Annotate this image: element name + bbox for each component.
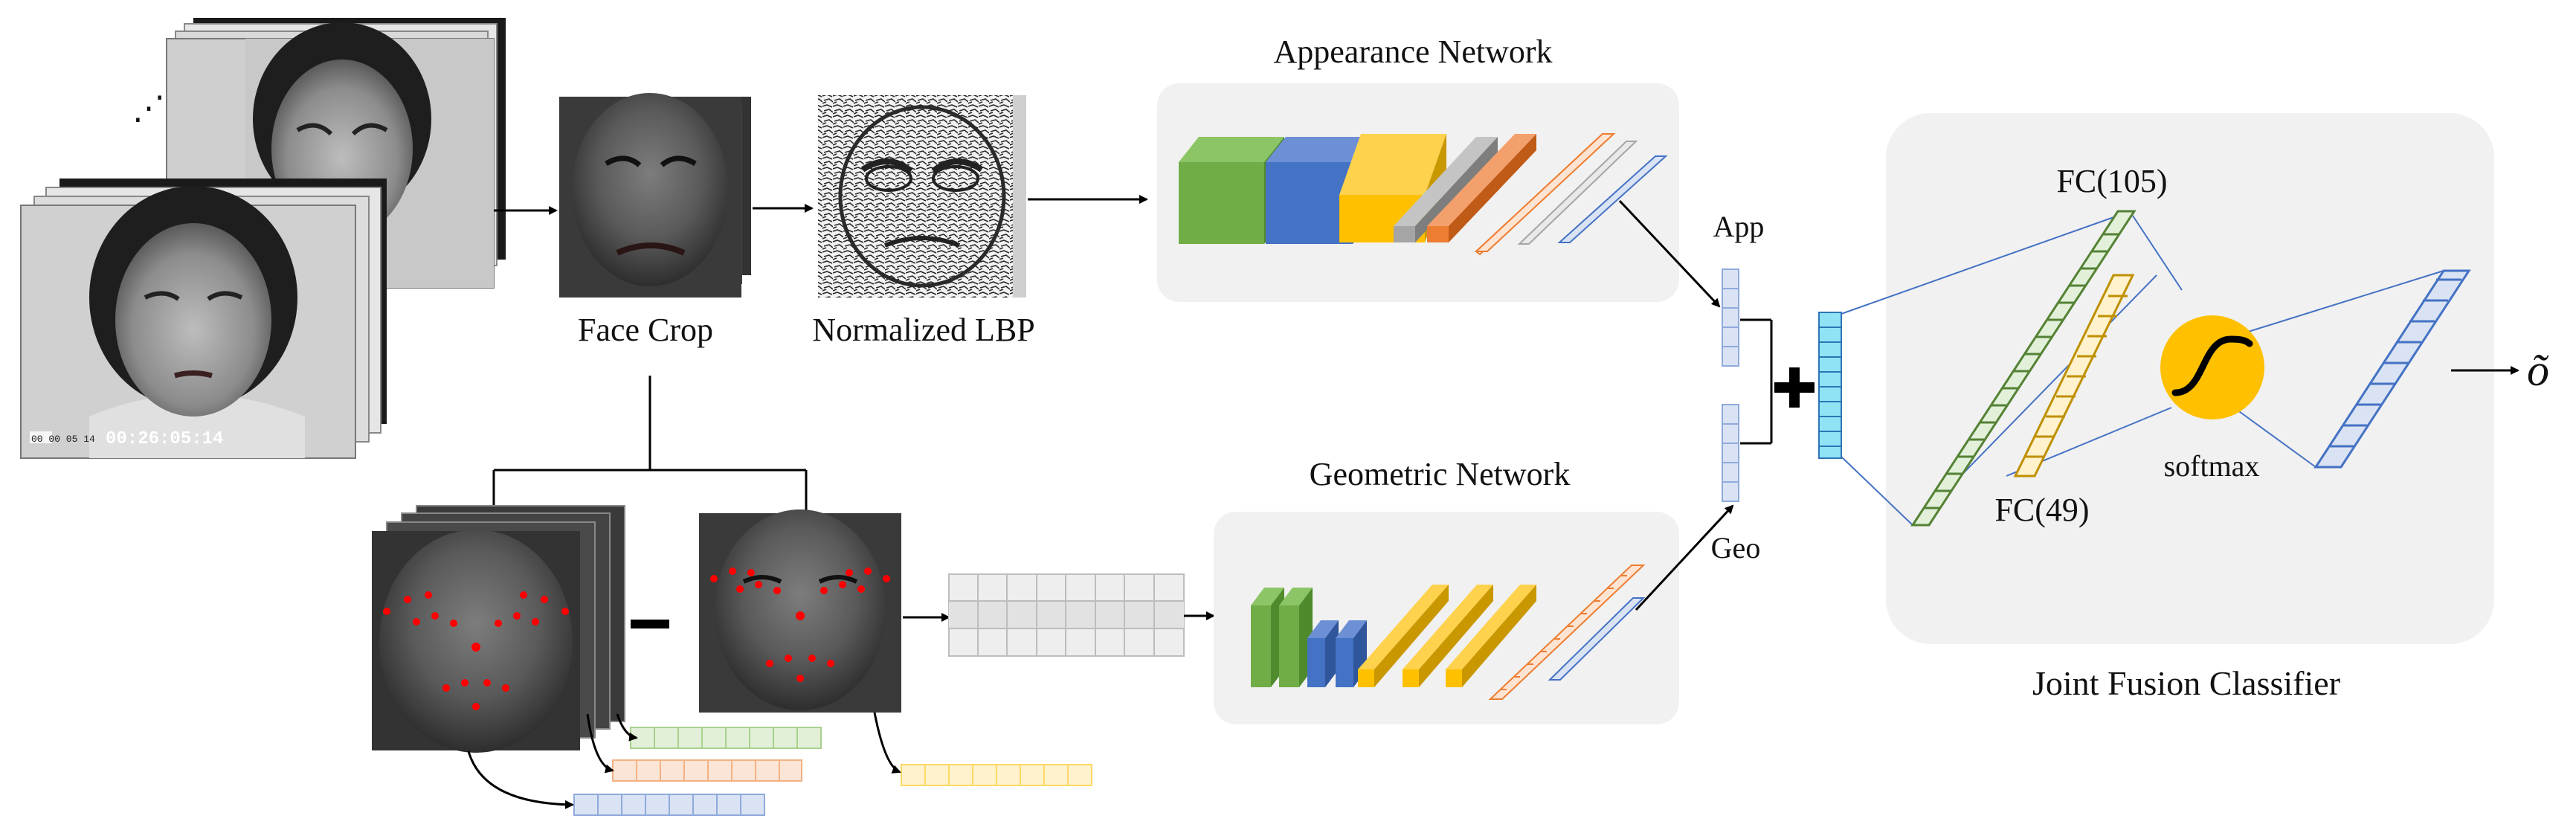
video-timestamp: 00:26:05:14 <box>106 429 223 449</box>
minus-operator <box>631 620 669 628</box>
plus-operator <box>1774 367 1815 408</box>
face-crop-label: Face Crop <box>578 312 713 348</box>
normalized-lbp-label: Normalized LBP <box>812 312 1034 348</box>
appearance-network-title: Appearance Network <box>1273 33 1552 70</box>
output-symbol: õ <box>2527 346 2549 395</box>
app-feature-vector <box>1722 269 1739 367</box>
geometric-conv-layers <box>1251 585 1536 687</box>
joint-fusion-classifier-title: Joint Fusion Classifier <box>2032 664 2340 702</box>
strip-connector-arrows <box>467 712 901 809</box>
geometric-fc-layers <box>1488 565 1646 700</box>
face-crop-stack <box>559 93 751 298</box>
fc49-label: FC(49) <box>1994 492 2089 528</box>
output-layer <box>2313 269 2471 469</box>
app-label: App <box>1713 210 1765 243</box>
softmax-label: softmax <box>2164 449 2260 483</box>
fc49-layer <box>2013 274 2135 478</box>
feature-strip-green <box>630 727 822 749</box>
feature-strip-yellow <box>901 764 1092 786</box>
timestamp-prefix: 00 00 05 14 <box>31 434 95 445</box>
video-frames-bottom: 00 00 05 14 00:26:05:14 <box>20 179 387 459</box>
fused-feature-vector <box>1818 312 1842 459</box>
geometric-feature-grid <box>948 573 1185 657</box>
geo-label: Geo <box>1711 531 1761 565</box>
frames-ellipsis: ⋰ <box>132 90 165 126</box>
appearance-conv-layers <box>1179 134 1536 244</box>
concat-bracket <box>1740 318 1773 445</box>
landmark-face-stack <box>372 505 625 753</box>
appearance-fc-layers <box>1474 132 1668 256</box>
fc105-layer <box>1910 210 2137 527</box>
geo-feature-vector <box>1722 404 1739 502</box>
appearance-to-app-arrow <box>1618 199 1721 308</box>
geometric-to-geo-arrow <box>1635 504 1734 611</box>
normalized-lbp-image <box>818 95 1026 298</box>
softmax-icon <box>2160 315 2264 419</box>
fc105-label: FC(105) <box>2056 163 2167 199</box>
feature-strip-orange <box>612 759 802 782</box>
geometric-network-title: Geometric Network <box>1310 456 1571 492</box>
neutral-landmark-face <box>699 509 901 713</box>
feature-strip-blue <box>573 794 765 816</box>
landmark-branch-lines <box>492 376 808 513</box>
